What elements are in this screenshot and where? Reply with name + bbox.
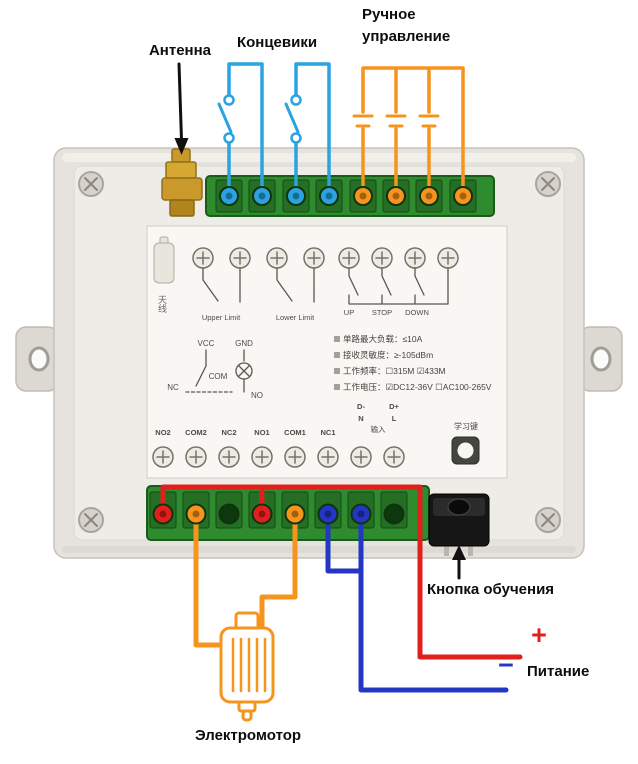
terminal-label-n: N <box>358 414 364 423</box>
spec-line-1: 单路最大负载：≤10A <box>334 333 510 345</box>
label-sticker <box>146 225 508 479</box>
terminal-label-com2: COM2 <box>185 428 207 437</box>
learn-button-annotation: Кнопка обучения <box>426 581 555 598</box>
printed-schematic <box>185 267 449 393</box>
com-label: COM <box>208 372 228 381</box>
no-label: NO <box>251 391 263 400</box>
plus-sign: + <box>531 620 547 650</box>
power-annotation: Питание <box>527 663 590 680</box>
learn-button <box>428 493 490 556</box>
antenna-connector <box>161 148 203 217</box>
stop-label: STOP <box>371 308 393 317</box>
manual-control-annotation-line1: Ручное <box>362 6 416 23</box>
bottom-terminals <box>152 503 405 525</box>
limit-switch-wiring <box>217 62 331 194</box>
motor-symbol <box>219 611 275 722</box>
terminal-label-d-minus: D- <box>357 402 365 411</box>
mounting-ear-right <box>579 326 623 392</box>
spec-line-2: 接收灵敏度：≥-105dBm <box>334 349 510 361</box>
corner-screws <box>78 171 561 533</box>
learn-key-icon <box>451 436 480 465</box>
bullet-icon <box>334 384 340 390</box>
bullet-icon <box>334 352 340 358</box>
antenna-annotation: Антенна <box>148 42 212 59</box>
manual-control-wiring <box>352 66 465 194</box>
antenna-cell-icon <box>153 236 175 284</box>
top-terminal-block <box>205 175 495 217</box>
input-cn-label: 输入 <box>370 425 386 434</box>
bullet-icon <box>334 368 340 374</box>
minus-sign: − <box>498 650 514 680</box>
motor-wiring <box>193 513 298 648</box>
limit-switches-annotation: Концевики <box>236 34 318 51</box>
down-label: DOWN <box>405 308 429 317</box>
learn-button-arrow <box>452 545 466 580</box>
lower-limit-label: Lower Limit <box>275 313 315 322</box>
upper-limit-label: Upper Limit <box>201 313 241 322</box>
gnd-label: GND <box>235 339 253 348</box>
antenna-arrow <box>174 62 189 155</box>
antenna-cn-label: 天线 <box>157 295 167 313</box>
mounting-ear-left <box>15 326 59 392</box>
terminal-label-d-plus: D+ <box>389 402 399 411</box>
up-label: UP <box>343 308 355 317</box>
vcc-label: VCC <box>197 339 215 348</box>
spec-line-4: 工作电压：☑DC12-36V ☐AC100-265V <box>334 381 510 393</box>
terminal-label-com1: COM1 <box>284 428 306 437</box>
terminal-label-nc2: NC2 <box>221 428 237 437</box>
spec-line-3: 工作频率：☐315M ☑433M <box>334 365 510 377</box>
top-terminals <box>219 186 473 206</box>
terminal-label-no1: NO1 <box>254 428 270 437</box>
learn-key-cn-label: 学习键 <box>454 422 478 431</box>
bullet-icon <box>334 336 340 342</box>
spec-block: 单路最大负载：≤10A 接收灵敏度：≥-105dBm 工作频率：☐315M ☑4… <box>334 333 510 393</box>
terminal-label-nc1: NC1 <box>320 428 336 437</box>
terminal-label-no2: NO2 <box>155 428 171 437</box>
nc-label: NC <box>167 383 179 392</box>
motor-annotation: Электромотор <box>194 727 302 744</box>
terminal-label-l: L <box>391 414 397 423</box>
manual-control-annotation-line2: управление <box>362 28 451 45</box>
